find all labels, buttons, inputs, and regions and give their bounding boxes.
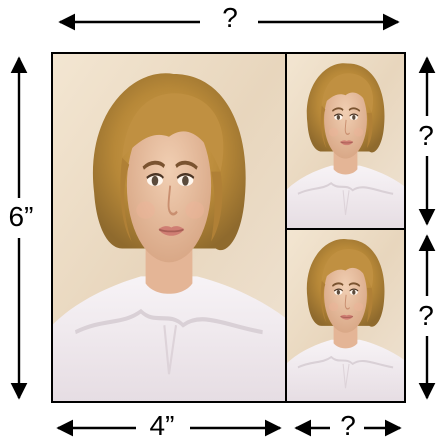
- bottom-right-width-label: ?: [340, 410, 356, 441]
- large-photo: [51, 52, 287, 403]
- right-top-height-label: ?: [418, 120, 434, 151]
- right-bottom-height-label: ?: [418, 300, 434, 331]
- left-height-label: 6”: [8, 201, 34, 232]
- top-width-label: ?: [222, 2, 238, 33]
- small-photo-top: [285, 52, 406, 230]
- small-photo-bottom: [285, 228, 406, 403]
- bottom-left-width-label: 4”: [149, 410, 175, 441]
